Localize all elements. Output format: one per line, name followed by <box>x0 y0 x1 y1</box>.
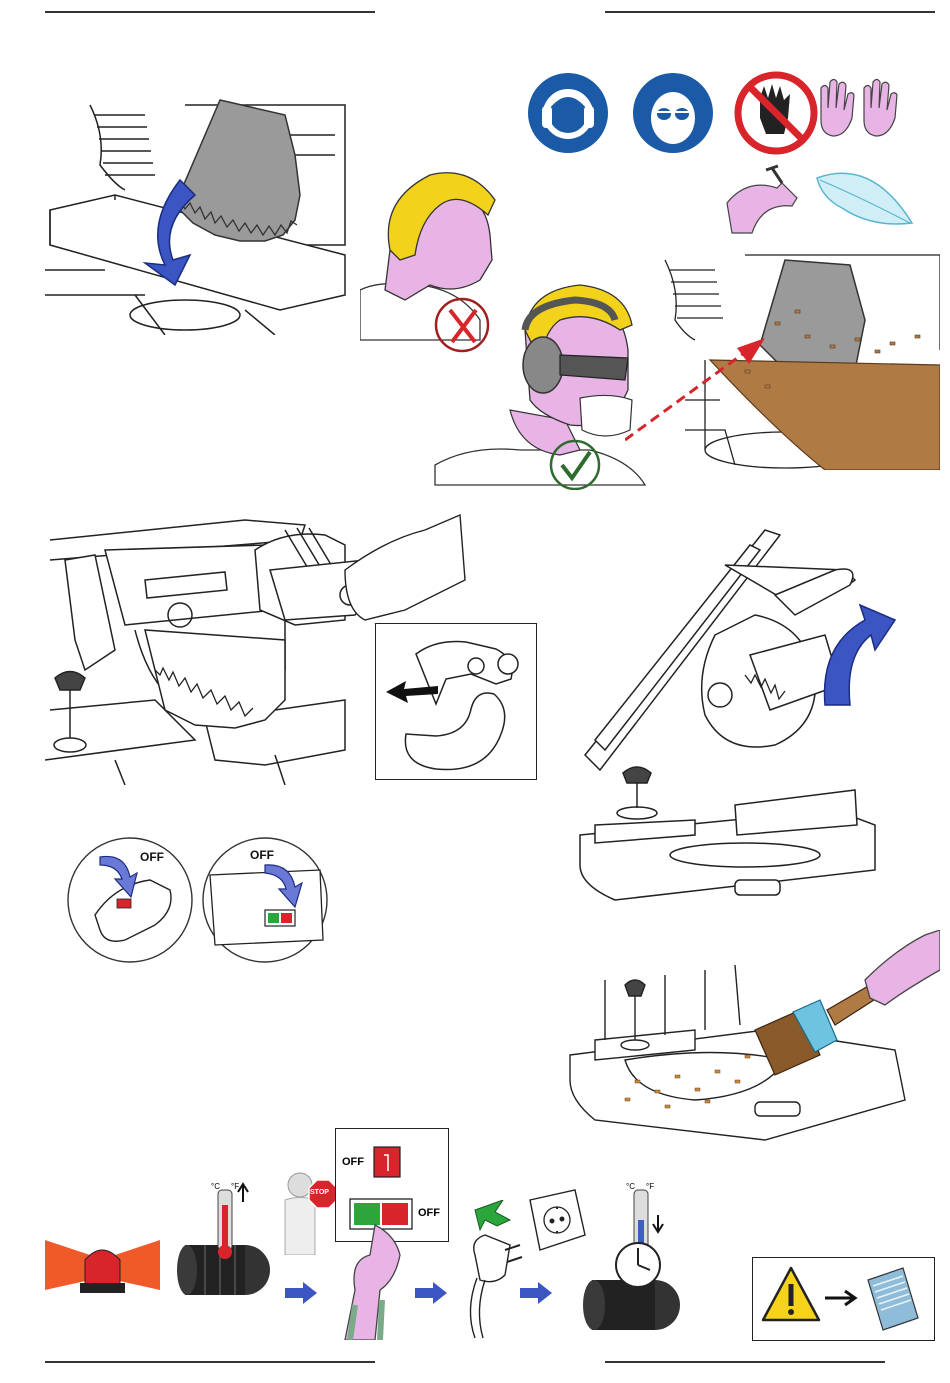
sequence-arrow-1 <box>285 1282 317 1304</box>
feather-icon <box>817 173 912 224</box>
unplug-icon <box>455 1200 530 1340</box>
handle-lever-inset <box>375 623 537 780</box>
sequence-arrow-3 <box>520 1282 552 1304</box>
operator-hand <box>345 515 465 620</box>
thermo-f-label: °F <box>231 1182 239 1191</box>
particle-trajectory-arrow <box>625 345 755 440</box>
ppe-icons <box>528 68 918 163</box>
thermo-c-label: °C <box>211 1182 220 1191</box>
flexed-arm-icon <box>727 166 797 233</box>
blade-lowering-illustration <box>45 95 355 335</box>
saw-blade <box>175 100 300 241</box>
force-icons <box>722 158 922 238</box>
no-gloves-icon <box>738 75 814 151</box>
stop-person-icon: STOP <box>280 1170 340 1255</box>
head-return-illustration <box>575 525 920 925</box>
saw-blade-partial <box>145 630 285 728</box>
stop-sign-label: STOP <box>310 1189 329 1196</box>
cleaning-hand <box>865 930 940 1005</box>
warning-beacon-icon <box>45 1235 160 1295</box>
top-rule-right <box>605 11 935 13</box>
eye-protection-icon <box>633 73 713 153</box>
cutting-debris-illustration <box>625 250 940 470</box>
sequence-arrow-2 <box>415 1282 447 1304</box>
thermo2-c-label: °C <box>626 1182 635 1191</box>
pressing-hand-icon <box>340 1210 410 1340</box>
off-label-right: OFF <box>250 848 274 862</box>
bottom-rule-right <box>605 1361 885 1363</box>
bottom-rule-left <box>45 1361 375 1363</box>
up-arrow-icon <box>825 605 896 705</box>
warning-manual-icon <box>752 1257 935 1341</box>
brush-cleaning-illustration <box>565 930 940 1150</box>
operator-ppe-illustration <box>360 160 660 490</box>
switch-off-handle-circle <box>68 838 192 962</box>
thermo2-f-label: °F <box>646 1182 654 1191</box>
bare-hands-icon <box>821 80 897 137</box>
manual-book-icon <box>868 1268 918 1330</box>
manual-arrow-icon <box>825 1291 855 1305</box>
ear-protection-icon <box>528 73 608 153</box>
motor-overheat-icon: °C °F <box>175 1180 275 1300</box>
top-rule-left <box>45 11 375 13</box>
cool-down-icon: °C °F <box>580 1180 685 1340</box>
switch-off-circles: OFF OFF <box>65 835 335 965</box>
warning-triangle-icon <box>763 1268 819 1320</box>
off-label-left: OFF <box>140 850 164 864</box>
